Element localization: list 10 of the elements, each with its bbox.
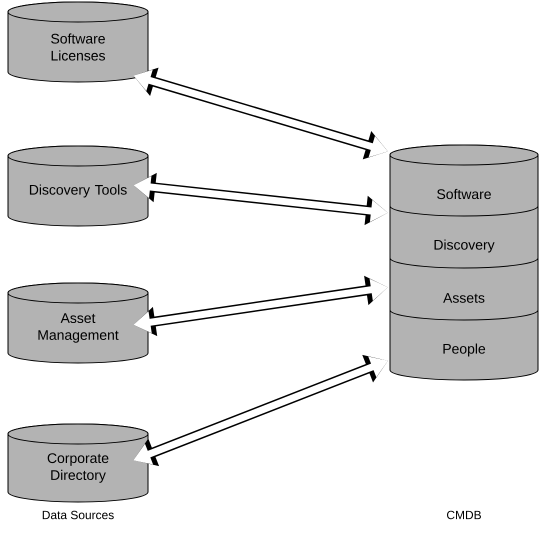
section-label: People [443, 344, 486, 356]
section-label: Assets [443, 293, 484, 303]
database-cylinder [390, 144, 538, 380]
caption: CMDB [447, 510, 481, 520]
database-cylinder: Software Licenses [8, 2, 148, 82]
section-label: Software [437, 188, 491, 200]
database-cylinder: Corporate Directory [8, 424, 148, 502]
section-label: Discovery [434, 240, 495, 252]
database-cylinder: Asset Management [8, 282, 148, 364]
database-cylinder: Discovery Tools [8, 146, 148, 226]
